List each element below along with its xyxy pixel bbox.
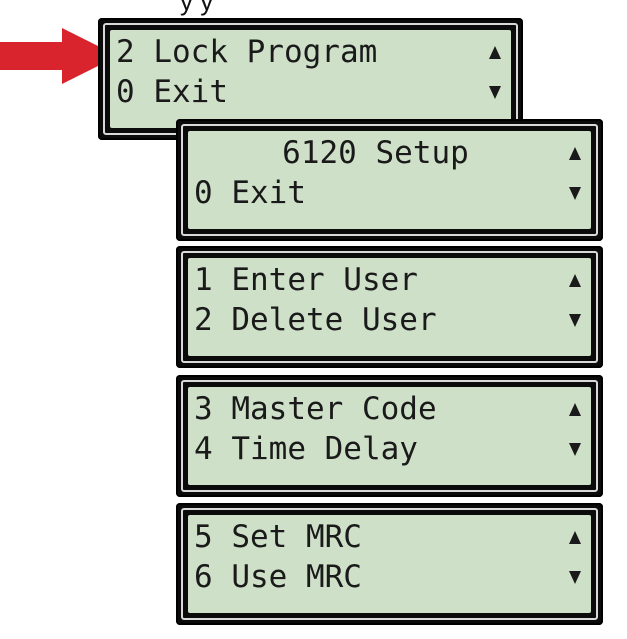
lcd-screen: 3 Master Code 4 Time Delay	[188, 387, 591, 485]
lcd-panel-mrc: 5 Set MRC 6 Use MRC	[176, 503, 603, 625]
menu-item-use-mrc[interactable]: 6 Use MRC	[194, 559, 362, 595]
top-caption: y y	[180, 0, 214, 16]
menu-item-set-mrc[interactable]: 5 Set MRC	[194, 519, 362, 555]
triangle-up-icon[interactable]	[569, 531, 581, 544]
triangle-up-icon[interactable]	[569, 274, 581, 287]
triangle-up-icon[interactable]	[489, 46, 501, 59]
menu-item-exit[interactable]: 0 Exit	[194, 175, 306, 211]
triangle-down-icon[interactable]	[569, 187, 581, 200]
menu-item-enter-user[interactable]: 1 Enter User	[194, 262, 418, 298]
triangle-up-icon[interactable]	[569, 403, 581, 416]
lcd-screen: 6120 Setup 0 Exit	[188, 131, 591, 229]
screen-title: 6120 Setup	[282, 135, 469, 171]
triangle-up-icon[interactable]	[569, 147, 581, 160]
lcd-screen: 2 Lock Program 0 Exit	[110, 30, 511, 128]
lcd-panel-users: 1 Enter User 2 Delete User	[176, 246, 603, 368]
triangle-down-icon[interactable]	[569, 443, 581, 456]
pointer-arrow-icon	[0, 28, 118, 84]
lcd-screen: 1 Enter User 2 Delete User	[188, 258, 591, 356]
lcd-panel-master-time: 3 Master Code 4 Time Delay	[176, 375, 603, 497]
menu-item-master-code[interactable]: 3 Master Code	[194, 391, 437, 427]
menu-item-exit[interactable]: 0 Exit	[116, 74, 228, 110]
lcd-panel-setup: 6120 Setup 0 Exit	[176, 119, 603, 241]
triangle-down-icon[interactable]	[569, 571, 581, 584]
menu-item-time-delay[interactable]: 4 Time Delay	[194, 431, 418, 467]
menu-item-lock-program[interactable]: 2 Lock Program	[116, 34, 378, 70]
menu-item-delete-user[interactable]: 2 Delete User	[194, 302, 437, 338]
triangle-down-icon[interactable]	[569, 314, 581, 327]
lcd-screen: 5 Set MRC 6 Use MRC	[188, 515, 591, 613]
triangle-down-icon[interactable]	[489, 86, 501, 99]
